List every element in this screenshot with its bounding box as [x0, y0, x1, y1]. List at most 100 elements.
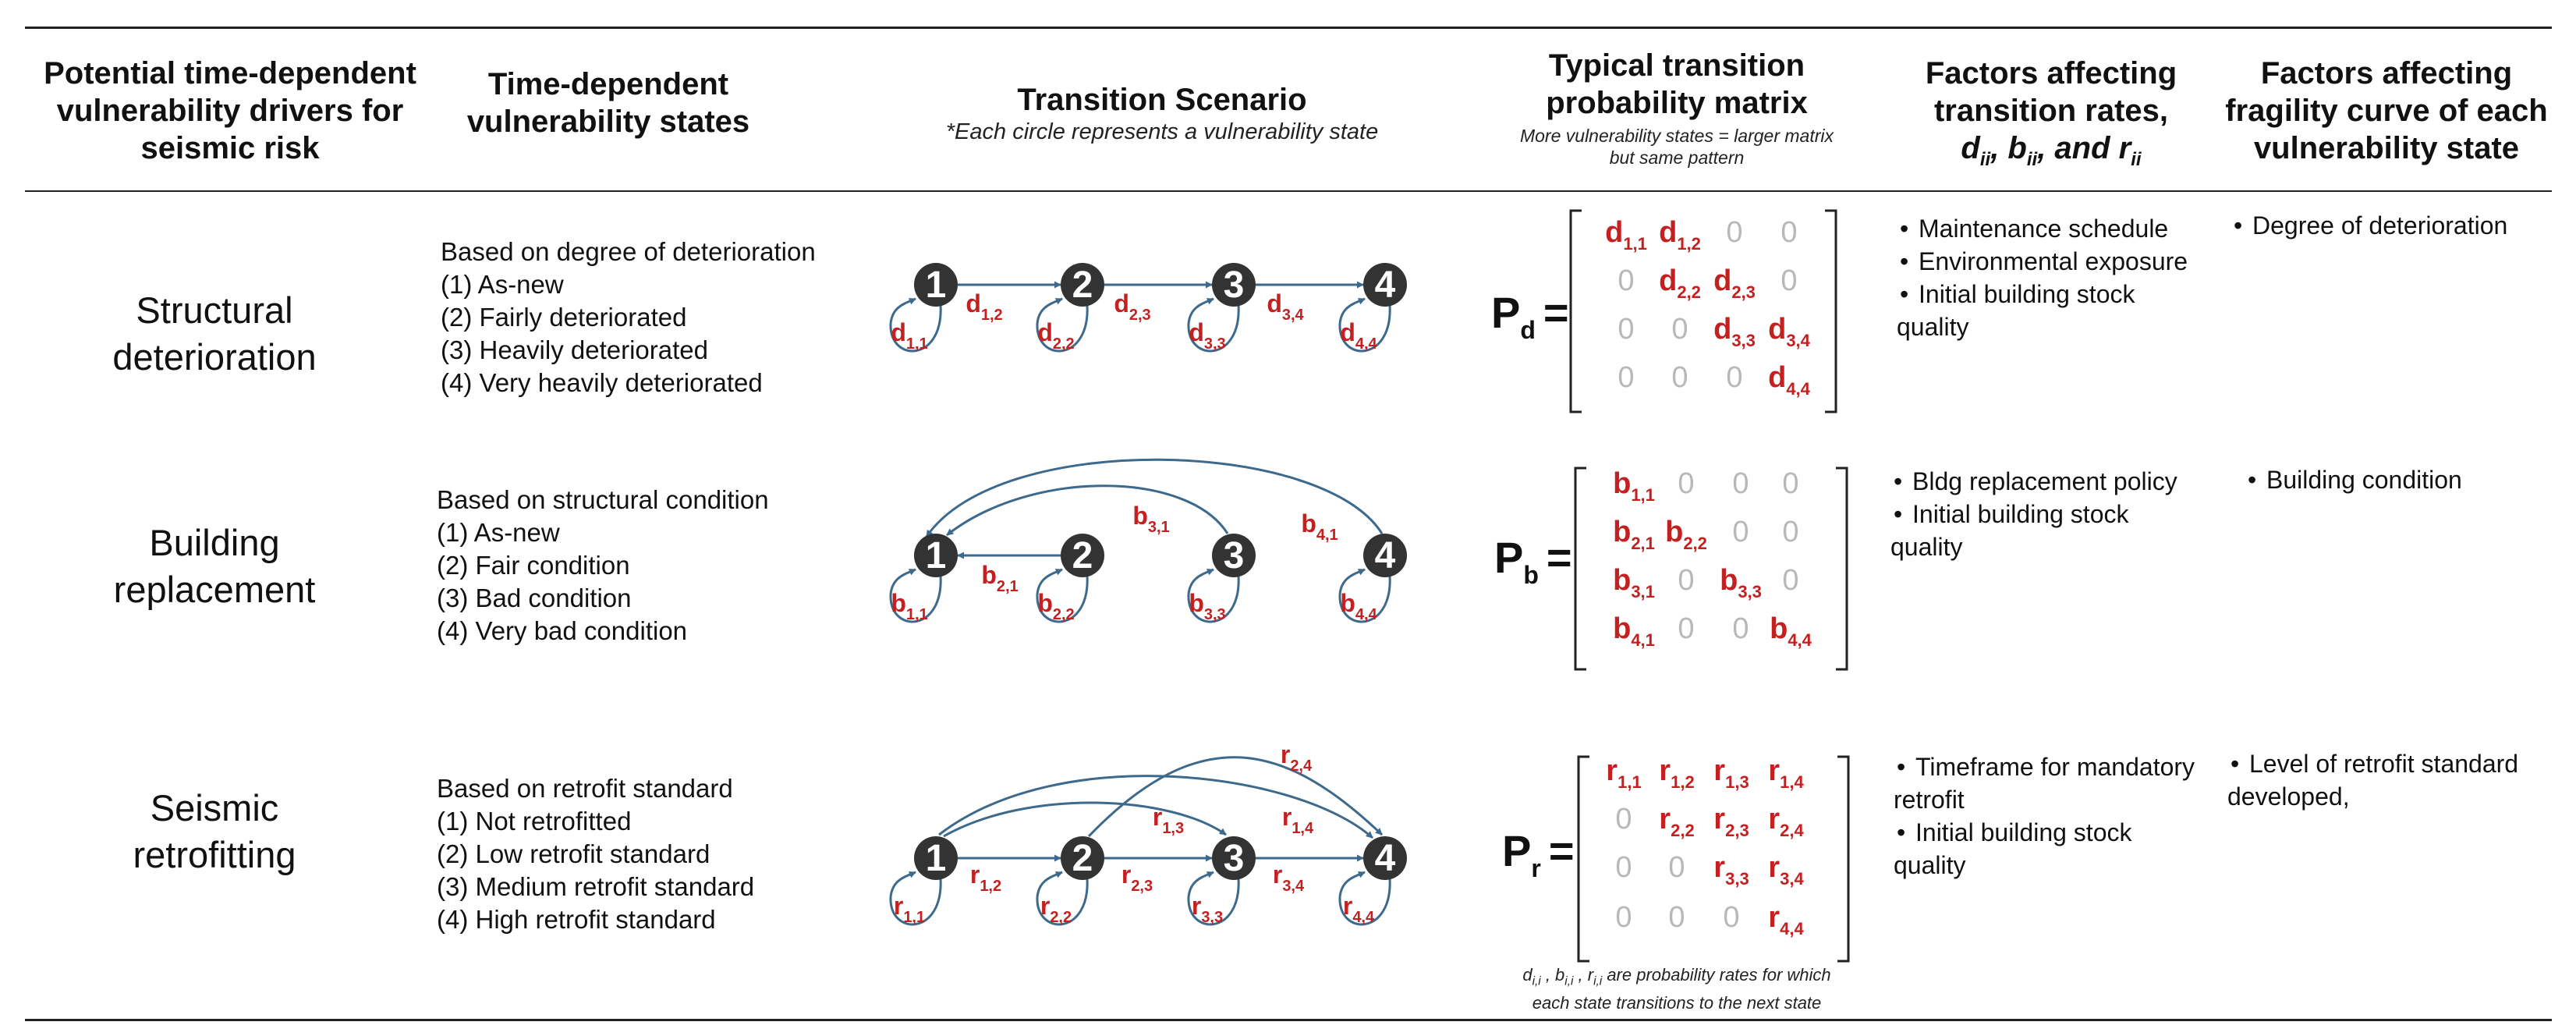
matrix-cell: 0	[1615, 901, 1632, 934]
matrix-cell: 0	[1782, 516, 1798, 548]
driver-seismic-retrofitting: Seismic retrofitting	[70, 785, 359, 878]
matrix-cell: 0	[1615, 803, 1632, 836]
header-states: Time-dependent vulnerability states	[437, 66, 780, 140]
state-node-number: 1	[926, 264, 947, 306]
matrix-cell: b2,2	[1665, 516, 1707, 553]
state-node	[1212, 263, 1256, 307]
header-matrix: Typical transition probability matrix Mo…	[1466, 47, 1887, 169]
state-node-number: 1	[926, 838, 947, 879]
factor-item: Initial building stock	[1890, 498, 2177, 530]
footnote-line: di,i , bi,i , ri,i are probability rates…	[1522, 965, 1831, 988]
matrix-cell: d2,2	[1659, 264, 1701, 302]
state-item: (4) Very bad condition	[437, 616, 688, 645]
header-line: vulnerability drivers for	[56, 94, 404, 128]
fragility-deterioration: Degree of deterioration	[2231, 209, 2507, 242]
transition-rate-label: r2,2	[1040, 892, 1072, 926]
self-loop-arrow	[1338, 871, 1391, 926]
state-node-number: 3	[1224, 535, 1245, 577]
state-node-number: 4	[1375, 535, 1396, 577]
self-loop-arrow	[1187, 297, 1240, 353]
state-node-number: 2	[1072, 535, 1093, 577]
factor-item: Timeframe for mandatory	[1894, 750, 2195, 783]
matrix-cell: b1,1	[1613, 467, 1655, 505]
matrix-cell: 0	[1782, 564, 1798, 597]
header-drivers: Potential time-dependent vulnerability d…	[23, 55, 437, 167]
transition-rate-label: d4,4	[1340, 318, 1377, 353]
transition-rate-label: r3,4	[1273, 860, 1305, 895]
matrix-cell: b3,3	[1720, 564, 1762, 601]
matrix-bracket-left	[1577, 755, 1589, 963]
state-node	[914, 534, 958, 577]
state-node	[914, 836, 958, 880]
state-item: (3) Bad condition	[437, 584, 632, 612]
driver-line: Building	[149, 522, 280, 563]
factors-deterioration: Maintenance schedule Environmental expos…	[1897, 212, 2188, 343]
matrix-cell: 0	[1726, 361, 1742, 394]
state-node	[914, 263, 958, 307]
state-item: (1) As-new	[441, 270, 564, 299]
matrix-cell: b2,1	[1613, 516, 1655, 553]
transition-rate-label: d3,4	[1267, 289, 1304, 324]
top-rule	[25, 27, 2552, 29]
transition-arrow	[938, 775, 1373, 839]
factor-item: Environmental exposure	[1897, 245, 2188, 278]
transition-rate-label: b3,1	[1132, 502, 1169, 536]
header-line: probability matrix	[1546, 86, 1808, 120]
matrix-bracket-right	[1836, 467, 1848, 671]
header-line: vulnerability states	[466, 105, 750, 139]
state-node-number: 2	[1072, 264, 1093, 306]
bottom-rule	[25, 1019, 2552, 1021]
transition-rate-label: r2,4	[1281, 740, 1313, 775]
self-loop-arrow	[1187, 568, 1240, 623]
transition-rate-label: b4,1	[1301, 509, 1338, 544]
matrix-cell: 0	[1618, 313, 1634, 346]
state-item: (4) Very heavily deteriorated	[441, 368, 763, 397]
state-node	[1363, 534, 1407, 577]
state-node-number: 3	[1224, 838, 1245, 879]
matrix-cell: d4,4	[1768, 361, 1811, 399]
matrix-cell: 0	[1732, 516, 1749, 548]
matrix-cell: 0	[1726, 216, 1742, 249]
transition-rate-label: r1,4	[1282, 803, 1314, 837]
self-loop-arrow	[889, 568, 942, 623]
self-loop-arrow	[1036, 871, 1089, 926]
self-loop-arrow	[1338, 568, 1391, 623]
matrix-cell: 0	[1678, 612, 1694, 645]
state-node	[1061, 534, 1104, 577]
matrix-cell: r3,3	[1713, 851, 1749, 889]
transition-arrow	[1087, 756, 1384, 838]
state-node-number: 3	[1224, 264, 1245, 306]
fragility-item: Building condition	[2245, 463, 2462, 496]
header-line: Factors affecting	[2260, 56, 2513, 90]
states-title: Based on structural condition	[437, 485, 769, 514]
fragility-retrofitting: Level of retrofit standard developed,	[2227, 747, 2518, 813]
fragility-item-cont: developed,	[2227, 782, 2350, 811]
matrix-cell: b4,1	[1613, 612, 1655, 650]
driver-line: deterioration	[112, 336, 317, 378]
matrix-cell: b3,1	[1613, 564, 1655, 601]
footnote-line: each state transitions to the next state	[1532, 993, 1822, 1013]
header-line: fragility curve of each	[2225, 94, 2548, 128]
transition-rate-label: b2,1	[981, 561, 1018, 595]
matrix-bracket-right	[1837, 755, 1850, 963]
header-fragility: Factors affecting fragility curve of eac…	[2215, 55, 2558, 167]
matrix-bracket-right	[1825, 209, 1837, 413]
header-line: vulnerability state	[2253, 131, 2520, 165]
driver-line: retrofitting	[133, 834, 296, 875]
matrix-bracket-left	[1569, 209, 1582, 413]
matrix-cell: r3,4	[1768, 851, 1804, 889]
state-node-number: 4	[1375, 264, 1396, 306]
matrix-cell: 0	[1618, 264, 1634, 297]
transition-rate-label: b3,3	[1189, 589, 1225, 623]
header-transition: Transition Scenario *Each circle represe…	[827, 81, 1497, 145]
matrix-label: Pb=	[1494, 533, 1572, 589]
fragility-item: Degree of deterioration	[2231, 209, 2507, 242]
matrix-label: Pr=	[1502, 826, 1575, 882]
state-node-number: 4	[1375, 838, 1396, 879]
transition-rate-label: d1,2	[966, 289, 1002, 324]
header-subtitle: *Each circle represents a vulnerability …	[945, 119, 1379, 144]
